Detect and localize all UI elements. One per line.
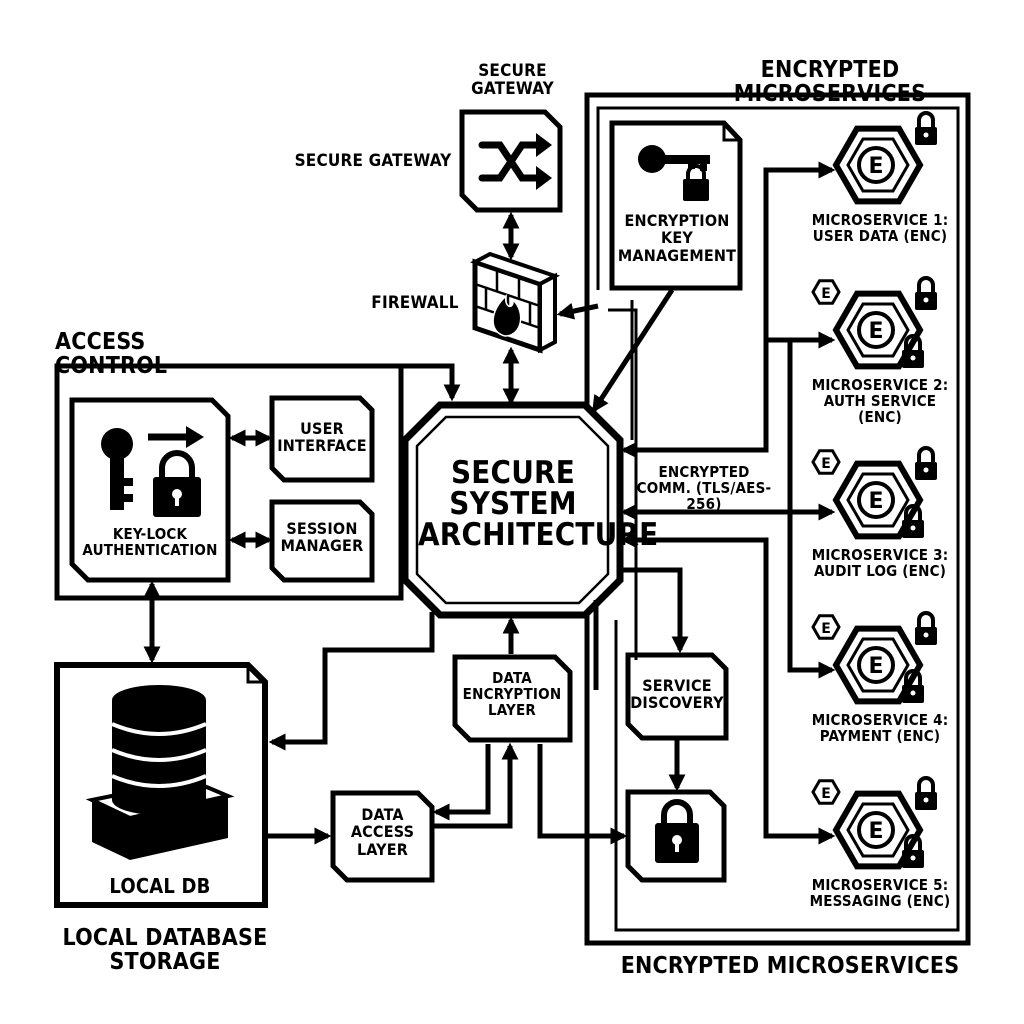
heading-local-database-storage: LOCAL DATABASE STORAGE bbox=[62, 925, 268, 976]
data-encryption-layer-box bbox=[452, 654, 573, 743]
heading-encrypted-microservices-bottom: ENCRYPTED MICROSERVICES bbox=[620, 953, 960, 979]
service-discovery-label: SERVICE DISCOVERY bbox=[630, 676, 724, 713]
padlock-icon bbox=[915, 776, 937, 810]
core-octagon bbox=[401, 401, 624, 619]
access-control-frame bbox=[54, 363, 404, 601]
microservice-3-label: MICROSERVICE 3: AUDIT LOG (ENC) bbox=[811, 546, 949, 581]
microservice-3-icon: EE bbox=[811, 446, 937, 540]
session-manager-label: SESSION MANAGER bbox=[280, 519, 364, 556]
key-lock-auth-label: KEY-LOCK AUTHENTICATION bbox=[82, 525, 218, 560]
microservice-1-icon: E bbox=[832, 111, 937, 205]
secure-gateway-title: SECURE GATEWAY bbox=[471, 61, 554, 100]
data-access-layer-label: DATA ACCESS LAYER bbox=[350, 805, 415, 859]
heading-access-control: ACCESS CONTROL bbox=[55, 329, 168, 380]
microservice-2-label: MICROSERVICE 2: AUTH SERVICE (ENC) bbox=[811, 376, 949, 427]
local-db-label: LOCAL DB bbox=[109, 874, 211, 898]
firewall-icon bbox=[469, 251, 561, 354]
padlock-icon bbox=[915, 611, 937, 645]
core-title: SECURE SYSTEM ARCHITECTURE bbox=[418, 455, 659, 553]
padlock-icon bbox=[915, 446, 937, 480]
heading-encrypted-microservices-top: ENCRYPTED MICROSERVICES bbox=[733, 57, 927, 108]
data-encryption-layer-label: DATA ENCRYPTION LAYER bbox=[462, 669, 562, 720]
encrypted-comm-label: ENCRYPTED COMM. (TLS/AES-256) bbox=[636, 463, 772, 514]
ms-badge-letter: E bbox=[868, 319, 883, 344]
padlock-icon bbox=[902, 669, 924, 703]
ms-small-badge: E bbox=[821, 786, 831, 802]
padlock-icon bbox=[902, 834, 924, 868]
padlock-icon bbox=[915, 111, 937, 145]
ms-badge-letter: E bbox=[868, 819, 883, 844]
microservice-4-label: MICROSERVICE 4: PAYMENT (ENC) bbox=[811, 711, 949, 746]
ms-small-badge: E bbox=[821, 456, 831, 472]
ms-small-badge: E bbox=[821, 286, 831, 302]
user-interface-box bbox=[269, 395, 375, 483]
user-interface-label: USER INTERFACE bbox=[277, 419, 367, 456]
ms-badge-letter: E bbox=[868, 154, 883, 179]
padlock-icon bbox=[902, 334, 924, 368]
database-icon bbox=[85, 685, 235, 860]
ms-badge-letter: E bbox=[868, 654, 883, 679]
microservice-5-icon: EE bbox=[811, 776, 937, 870]
session-manager-box bbox=[269, 499, 375, 583]
key-icon bbox=[101, 428, 133, 510]
microservice-5-label: MICROSERVICE 5: MESSAGING (ENC) bbox=[809, 876, 951, 911]
key-management-label: ENCRYPTION KEY MANAGEMENT bbox=[617, 211, 737, 265]
microservices-inner-frame bbox=[596, 106, 960, 932]
microservice-2-icon: EE bbox=[811, 276, 937, 370]
padlock-icon bbox=[902, 504, 924, 538]
microservice-4-icon: EE bbox=[811, 611, 937, 705]
padlock-icon bbox=[915, 276, 937, 310]
firewall-label: FIREWALL bbox=[371, 293, 459, 313]
data-access-layer-box bbox=[330, 790, 435, 883]
shuffle-icon bbox=[478, 141, 544, 182]
secure-gateway-side-label: SECURE GATEWAY bbox=[294, 151, 452, 171]
padlock-icon bbox=[153, 450, 201, 517]
microservice-1-label: MICROSERVICE 1: USER DATA (ENC) bbox=[811, 211, 949, 246]
ms-small-badge: E bbox=[821, 621, 831, 637]
ms-badge-letter: E bbox=[868, 489, 883, 514]
